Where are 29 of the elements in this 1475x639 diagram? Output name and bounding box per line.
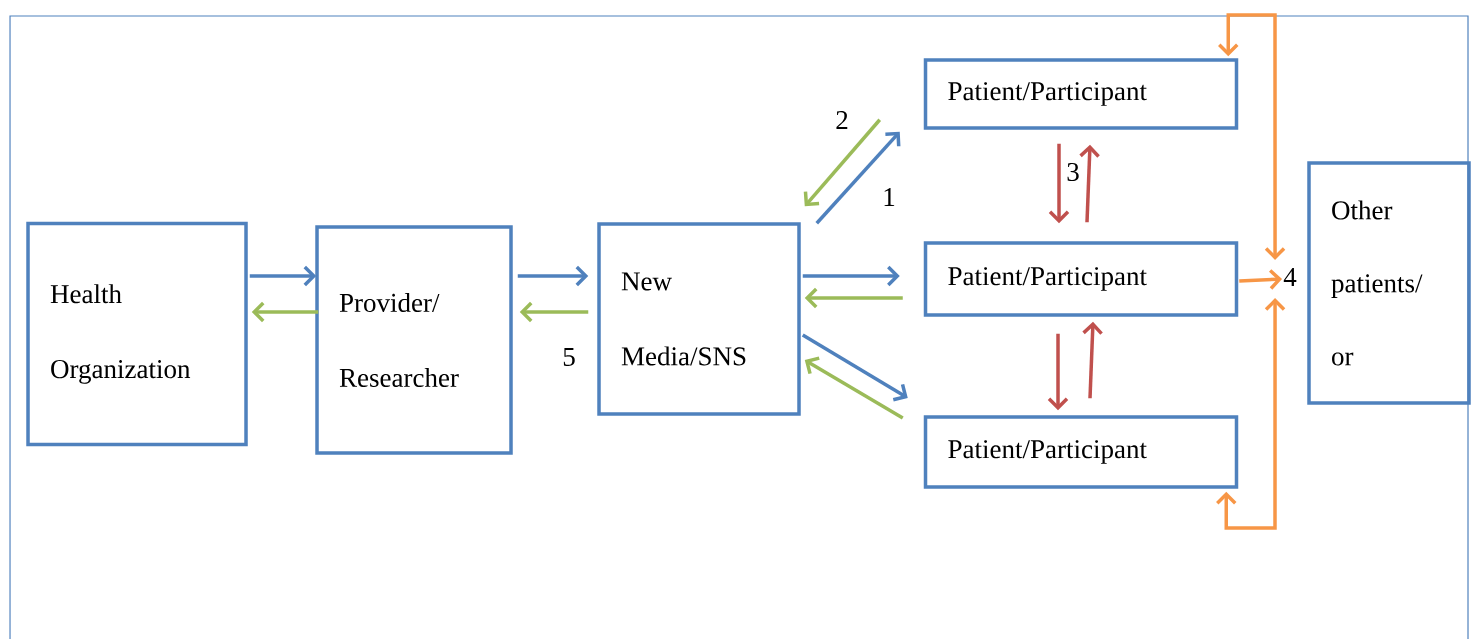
text-box: Provider/ Researcher [315, 225, 513, 455]
arrow [803, 118, 882, 207]
edge-label: 1 [881, 187, 897, 207]
arrow [1082, 321, 1103, 399]
arrow [804, 287, 903, 309]
arrow [251, 301, 319, 323]
text-box: Patient/Participant [923, 58, 1239, 130]
arrow [1216, 298, 1286, 530]
arrow [1218, 13, 1286, 260]
edge-label: 5 [561, 347, 577, 367]
arrow [815, 131, 901, 225]
text-box: Patient/Participant [923, 241, 1239, 317]
edge-label: 3 [1065, 161, 1081, 183]
text-box: New Media/SNS [597, 222, 801, 416]
edge-label: 2 [834, 110, 850, 130]
arrow [1079, 144, 1100, 223]
arrow [517, 265, 589, 287]
arrow [804, 356, 904, 420]
text-box: Patient/Participant [923, 415, 1239, 489]
arrow [249, 265, 317, 287]
arrow [1239, 269, 1283, 290]
arrow [519, 301, 589, 323]
arrow [1048, 143, 1070, 224]
arrow [1047, 333, 1069, 411]
bare-label: 4 [1283, 268, 1297, 286]
text-box: Other patients/ or [1307, 161, 1471, 405]
text-box: Health Organization [26, 221, 248, 447]
arrow [802, 265, 900, 287]
arrow [801, 333, 908, 402]
